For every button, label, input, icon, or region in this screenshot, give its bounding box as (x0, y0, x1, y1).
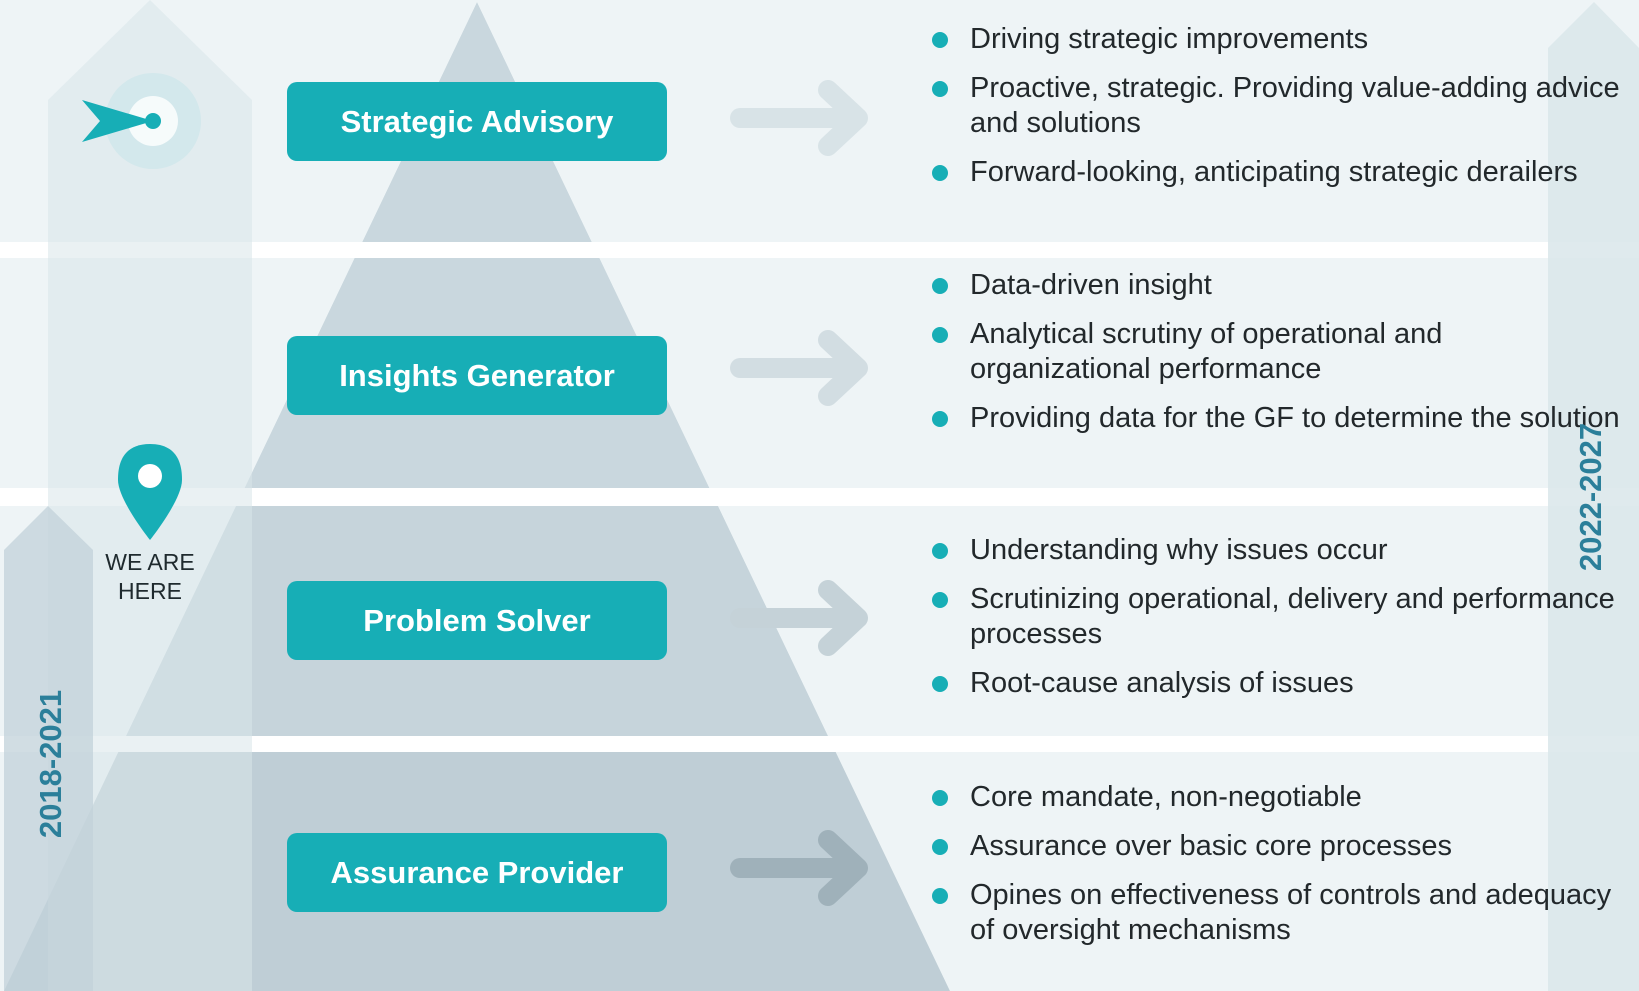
bullet-list-assurance-provider: Core mandate, non-negotiable Assurance o… (930, 780, 1620, 962)
bullet-text: Opines on effectiveness of controls and … (970, 879, 1612, 946)
bullet-dot-icon (932, 543, 948, 559)
bullet-dot-icon (932, 676, 948, 692)
bullet-dot-icon (932, 790, 948, 806)
bullet-text: Proactive, strategic. Providing value-ad… (970, 72, 1620, 139)
bullet-item: Core mandate, non-negotiable (930, 780, 1620, 815)
bullet-text: Root-cause analysis of issues (970, 667, 1354, 699)
bullet-item: Scrutinizing operational, delivery and p… (930, 582, 1620, 652)
bullet-item: Root-cause analysis of issues (930, 666, 1620, 701)
bullet-item: Opines on effectiveness of controls and … (930, 878, 1620, 948)
bullet-dot-icon (932, 839, 948, 855)
bullet-item: Data-driven insight (930, 268, 1620, 303)
bullet-dot-icon (932, 278, 948, 294)
bullet-item: Understanding why issues occur (930, 533, 1620, 568)
tier-label-assurance-provider: Assurance Provider (287, 833, 667, 912)
tier-label-insights-generator: Insights Generator (287, 336, 667, 415)
tier-label-problem-solver: Problem Solver (287, 581, 667, 660)
location-pin-icon (118, 444, 182, 540)
bullet-text: Driving strategic improvements (970, 23, 1369, 55)
timeline-label-right: 2022-2027 (1573, 422, 1608, 572)
bullet-dot-icon (932, 327, 948, 343)
we-are-here-label: WE ARE HERE (105, 549, 195, 604)
bullet-text: Providing data for the GF to determine t… (970, 402, 1620, 434)
bullet-dot-icon (932, 411, 948, 427)
timeline-arrow-right (1548, 2, 1639, 991)
bullet-list-insights-generator: Data-driven insight Analytical scrutiny … (930, 268, 1620, 450)
bullet-dot-icon (932, 32, 948, 48)
bullet-dot-icon (932, 592, 948, 608)
right-arrow-icon (730, 330, 868, 406)
bullet-item: Driving strategic improvements (930, 22, 1620, 57)
bullet-text: Understanding why issues occur (970, 534, 1388, 566)
bullet-item: Proactive, strategic. Providing value-ad… (930, 71, 1620, 141)
target-arrow-icon (82, 73, 201, 169)
bullet-item: Assurance over basic core processes (930, 829, 1620, 864)
bullet-text: Forward-looking, anticipating strategic … (970, 156, 1578, 188)
right-arrow-icon (730, 830, 868, 906)
timeline-arrow-lower (4, 506, 93, 991)
bullet-item: Providing data for the GF to determine t… (930, 401, 1620, 436)
bullet-dot-icon (932, 165, 948, 181)
bullet-text: Scrutinizing operational, delivery and p… (970, 583, 1615, 650)
tier-label-strategic-advisory: Strategic Advisory (287, 82, 667, 161)
bullet-text: Assurance over basic core processes (970, 830, 1452, 862)
bullet-item: Analytical scrutiny of operational and o… (930, 317, 1620, 387)
bullet-item: Forward-looking, anticipating strategic … (930, 155, 1620, 190)
timeline-label-left: 2018-2021 (33, 689, 68, 839)
bullet-dot-icon (932, 888, 948, 904)
right-arrow-icon (730, 580, 868, 656)
bullet-text: Core mandate, non-negotiable (970, 781, 1362, 813)
bullet-dot-icon (932, 81, 948, 97)
right-arrow-icon (730, 80, 868, 156)
bullet-text: Data-driven insight (970, 269, 1212, 301)
bullet-list-strategic-advisory: Driving strategic improvements Proactive… (930, 22, 1620, 204)
bullet-list-problem-solver: Understanding why issues occur Scrutiniz… (930, 533, 1620, 715)
bullet-text: Analytical scrutiny of operational and o… (970, 318, 1443, 385)
